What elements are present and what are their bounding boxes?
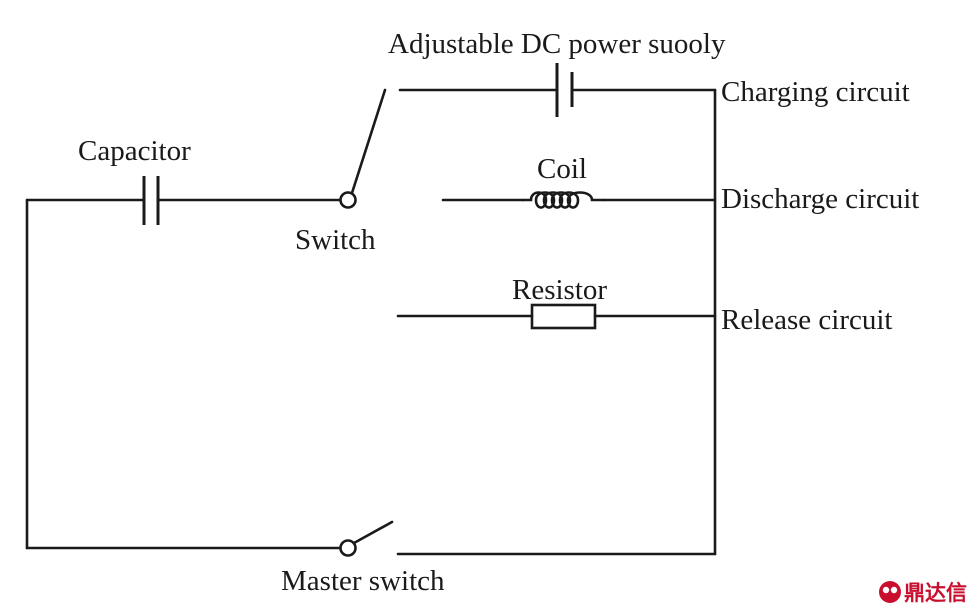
label-coil: Coil <box>537 153 587 185</box>
resistor-symbol <box>530 303 597 330</box>
label-power-supply: Adjustable DC power suooly <box>388 28 726 60</box>
discharge-branch <box>441 191 717 209</box>
capacitor-symbol <box>142 176 160 225</box>
label-resistor: Resistor <box>512 274 607 306</box>
left-loop-wires <box>25 198 342 550</box>
label-capacitor: Capacitor <box>78 135 191 167</box>
label-discharge-circuit: Discharge circuit <box>721 183 919 215</box>
label-charging-circuit: Charging circuit <box>721 76 910 108</box>
label-master-switch: Master switch <box>281 565 445 597</box>
label-switch: Switch <box>295 224 376 256</box>
release-branch <box>396 303 717 330</box>
watermark-icon <box>879 581 901 603</box>
label-release-circuit: Release circuit <box>721 304 893 336</box>
charging-branch <box>398 63 717 117</box>
master-switch-symbol <box>339 520 717 557</box>
coil-symbol <box>521 191 606 209</box>
watermark-logo: 鼎达信 <box>879 581 967 605</box>
watermark-text: 鼎达信 <box>904 581 967 605</box>
selector-switch <box>339 88 387 209</box>
